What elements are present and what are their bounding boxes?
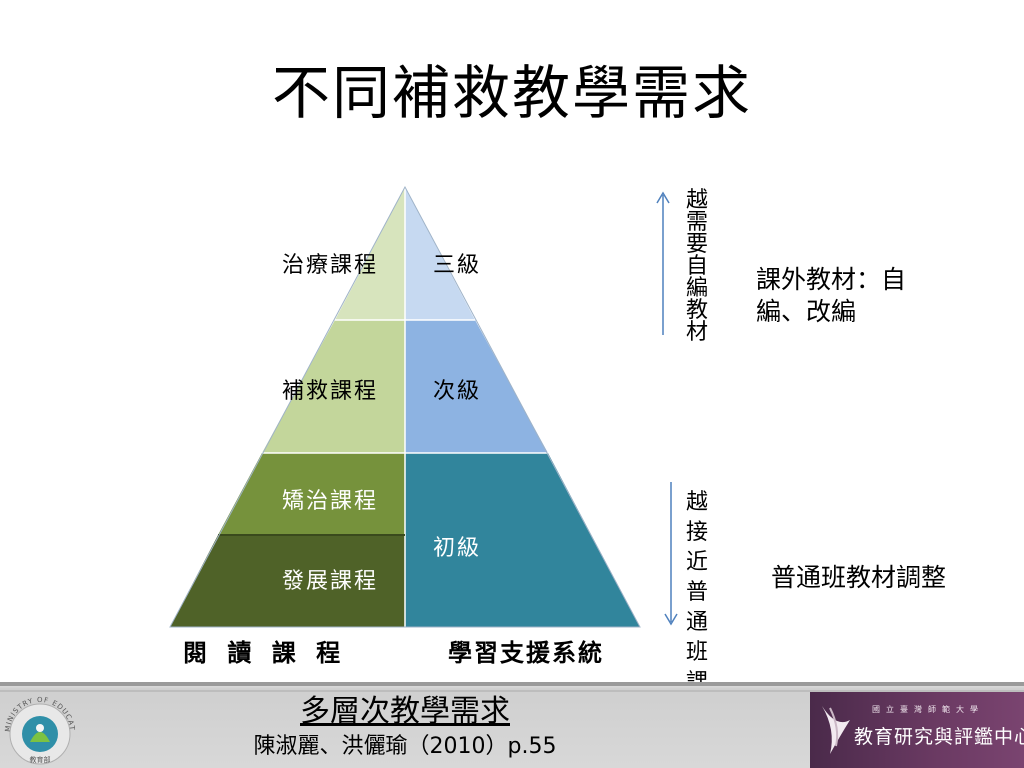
pyramid-left-tier-low: [218, 453, 405, 535]
logo-wing-icon: [822, 706, 850, 754]
pyramid-left-tier-mid: [262, 320, 405, 453]
tier-label-remedial: 補救課程: [282, 379, 379, 404]
footer-divider: [0, 682, 1024, 686]
side-note-top: 課外教材：自編、改編: [756, 265, 907, 326]
footer-divider-secondary: [0, 690, 1024, 692]
tier-label-treatment: 治療課程: [282, 253, 379, 278]
tier-label-developmental: 發展課程: [282, 569, 379, 594]
tier-label-secondary: 次級: [433, 379, 482, 404]
pyramid-right-tier-base: [405, 453, 640, 627]
pyramid-bottom-left-label: 閱 讀 課 程: [183, 638, 347, 667]
logo-university-name: 國立臺灣師範大學: [872, 705, 984, 714]
reference-citation: 陳淑麗、洪儷瑜（2010）p.55: [253, 734, 557, 759]
pyramid-bottom-right-label: 學習支援系統: [448, 638, 604, 667]
page-title: 不同補救教學需求: [271, 59, 752, 127]
tier-label-corrective: 矯治課程: [282, 489, 379, 514]
tier-label-primary: 初級: [433, 536, 482, 561]
pyramid-left-tier-base: [170, 535, 405, 627]
svg-text:教育部: 教育部: [30, 755, 51, 764]
side-note-bottom: 普通班教材調整: [771, 563, 947, 592]
logo-center-name: 教育研究與評鑑中心: [854, 726, 1024, 748]
tier-label-tertiary: 三級: [433, 253, 482, 278]
pyramid-right-tier-mid: [405, 320, 548, 453]
reference-title: 多層次教學需求: [300, 694, 510, 729]
ntnu-center-logo: 國立臺灣師範大學 教育研究與評鑑中心: [810, 692, 1024, 768]
ministry-emblem-icon: MINISTRY OF EDUCATION 教育部: [0, 692, 75, 765]
arrow-up-text: 越需要自編教材: [685, 188, 708, 345]
